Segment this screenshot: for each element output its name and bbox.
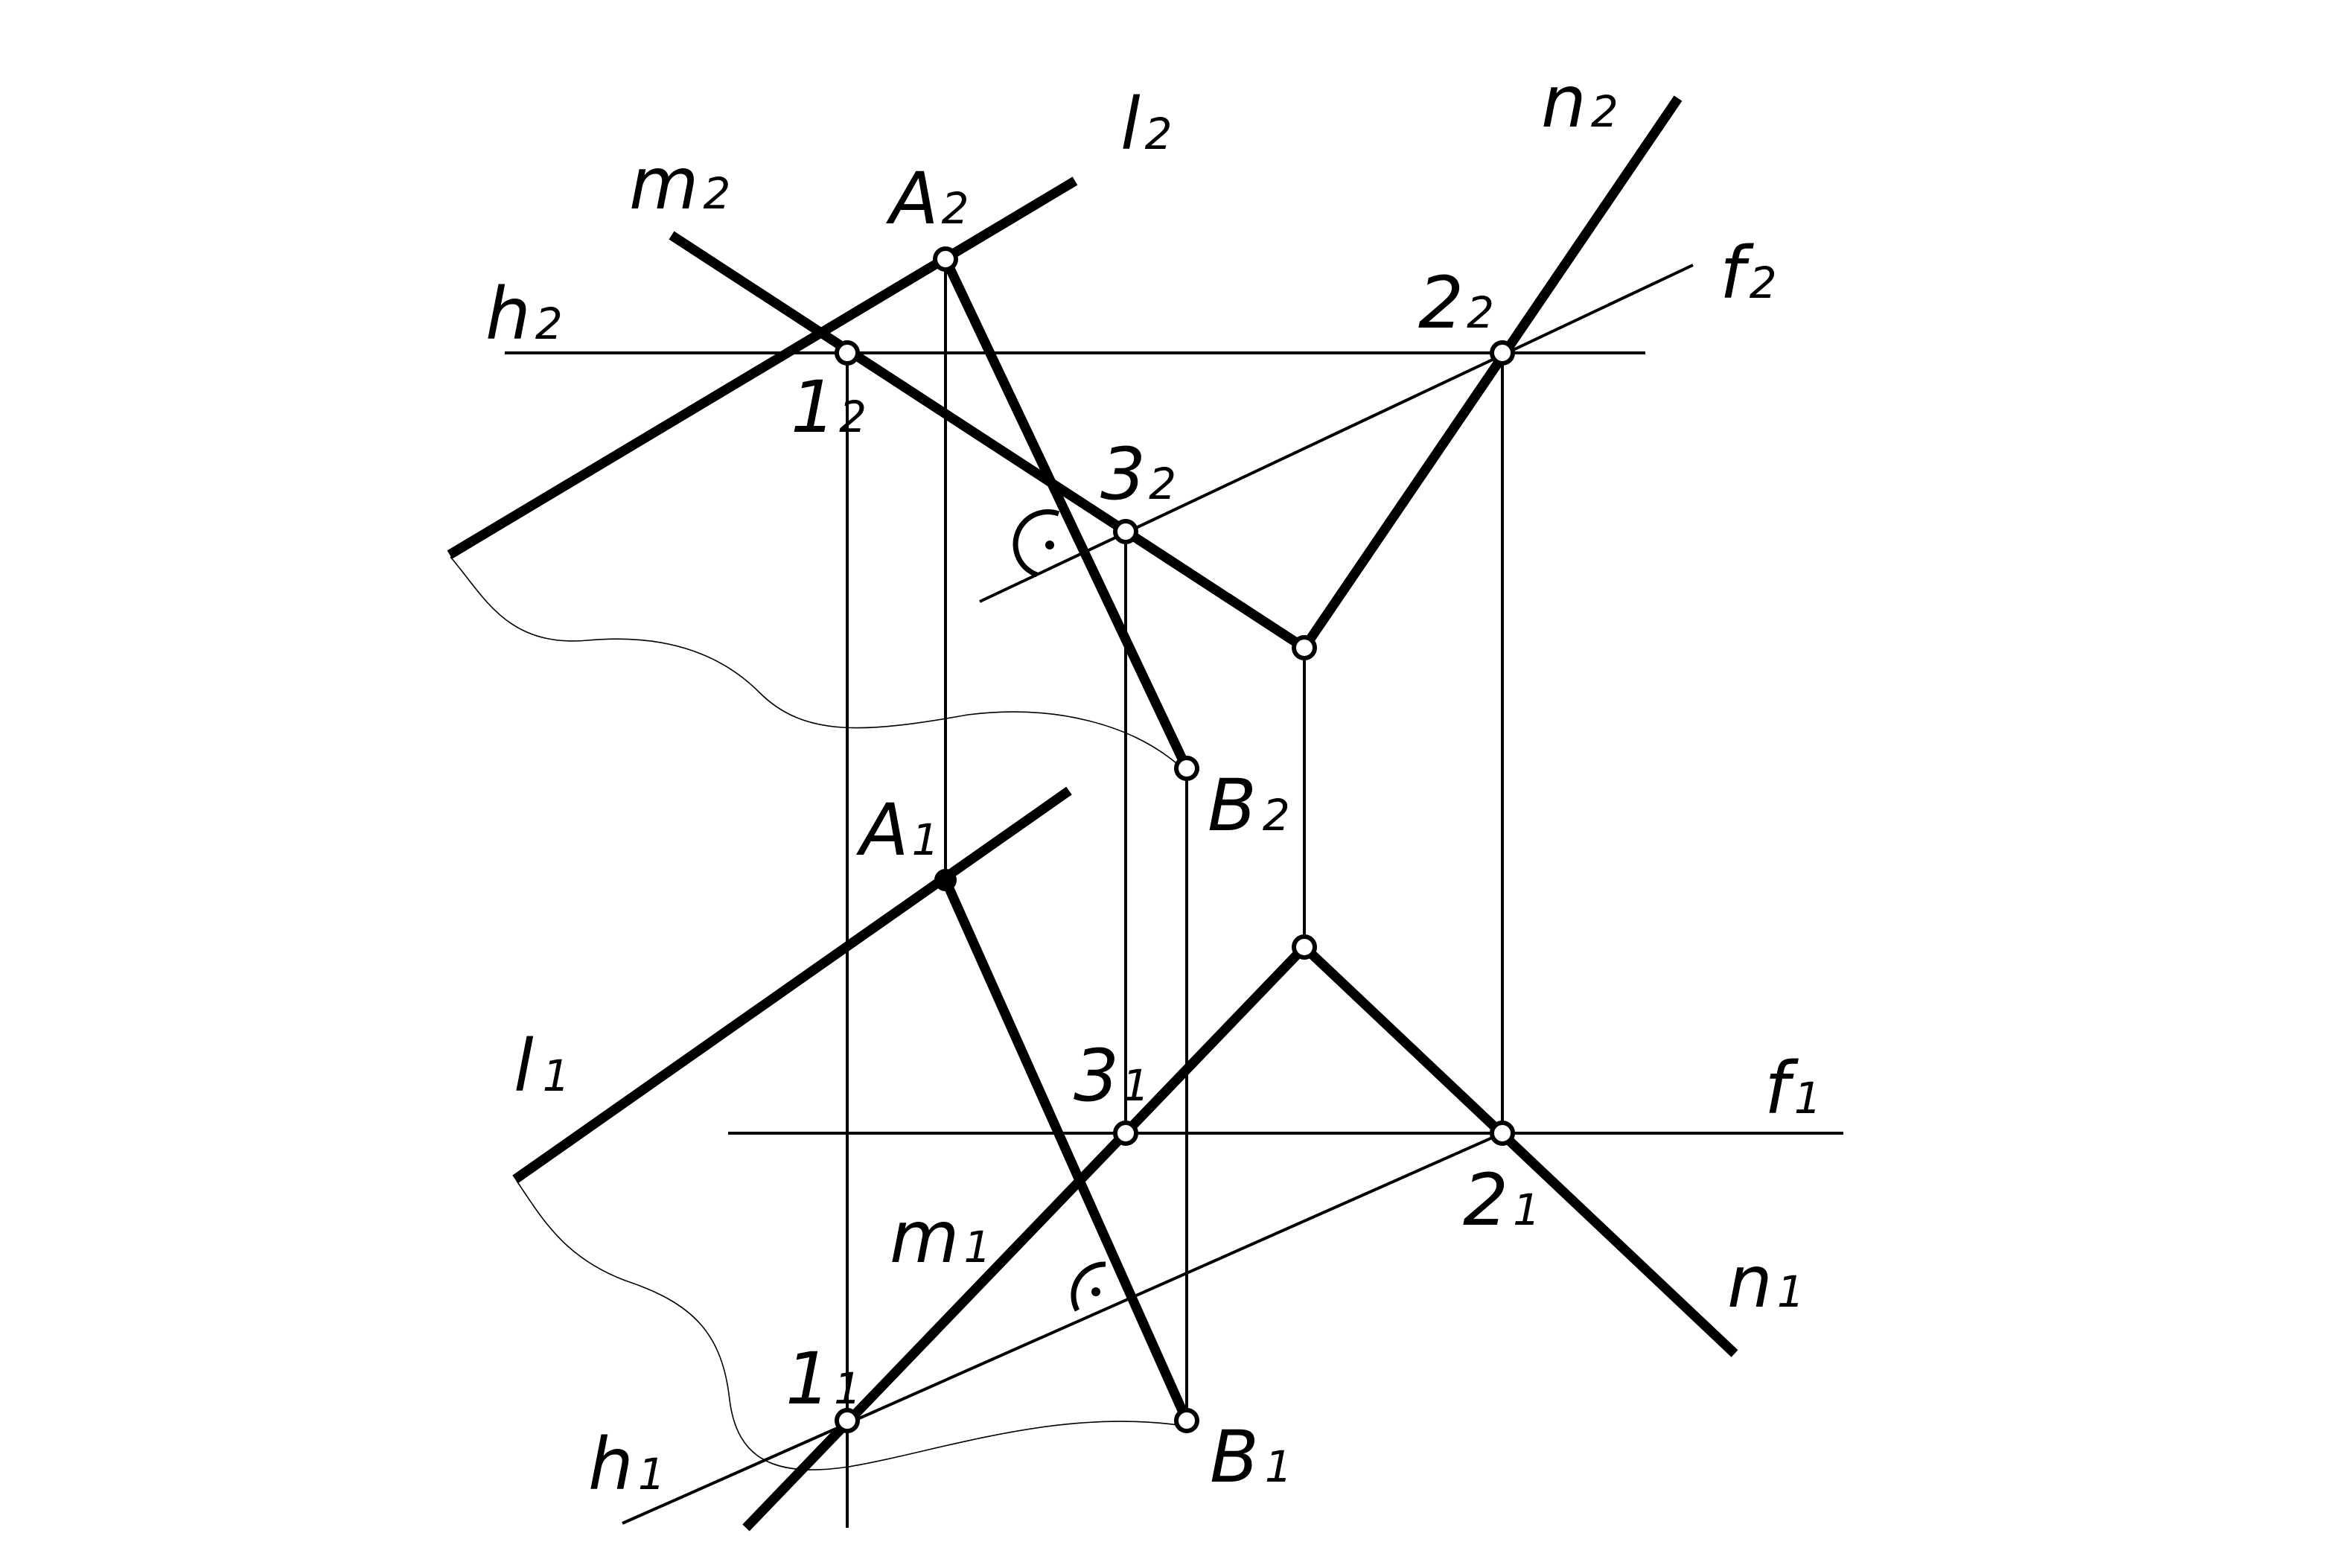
label-A1: A1	[855, 788, 940, 872]
line-l2	[447, 176, 1078, 559]
point-1-1	[835, 1408, 860, 1433]
point-vertex-upper	[1292, 635, 1317, 660]
right-angle-mark-lower	[1071, 1261, 1106, 1312]
label-2-2: 22	[1418, 261, 1494, 345]
line-m1	[742, 943, 1308, 1532]
point-A2	[933, 246, 958, 272]
point-2-1	[1490, 1121, 1515, 1146]
right-angle-dot-upper	[1045, 541, 1054, 549]
break-curve-lower	[516, 1180, 1184, 1470]
point-A1	[934, 869, 957, 891]
line-l1	[512, 786, 1072, 1184]
line-n2	[1300, 95, 1683, 651]
line-h1	[622, 1132, 1503, 1525]
label-1-2: 12	[791, 366, 867, 449]
line-m2	[669, 231, 1307, 652]
point-2-2	[1490, 340, 1515, 366]
label-A2: A2	[885, 157, 969, 240]
point-3-1	[1113, 1121, 1138, 1146]
right-angle-mark-upper	[1012, 509, 1060, 578]
label-3-1: 31	[1074, 1034, 1149, 1118]
line-A1B1	[941, 878, 1191, 1423]
line-n1	[1301, 943, 1738, 1357]
right-angle-dot-lower	[1091, 1287, 1100, 1296]
line-A2B2	[941, 257, 1191, 771]
break-curve-upper	[450, 556, 1177, 764]
point-B1	[1174, 1408, 1199, 1433]
point-B2	[1174, 756, 1199, 781]
point-1-2	[835, 340, 860, 366]
point-3-2	[1113, 519, 1138, 544]
label-3-2: 32	[1100, 433, 1176, 516]
line-f2	[979, 264, 1694, 603]
point-vertex-lower	[1292, 934, 1317, 960]
label-1-1: 11	[785, 1337, 861, 1421]
